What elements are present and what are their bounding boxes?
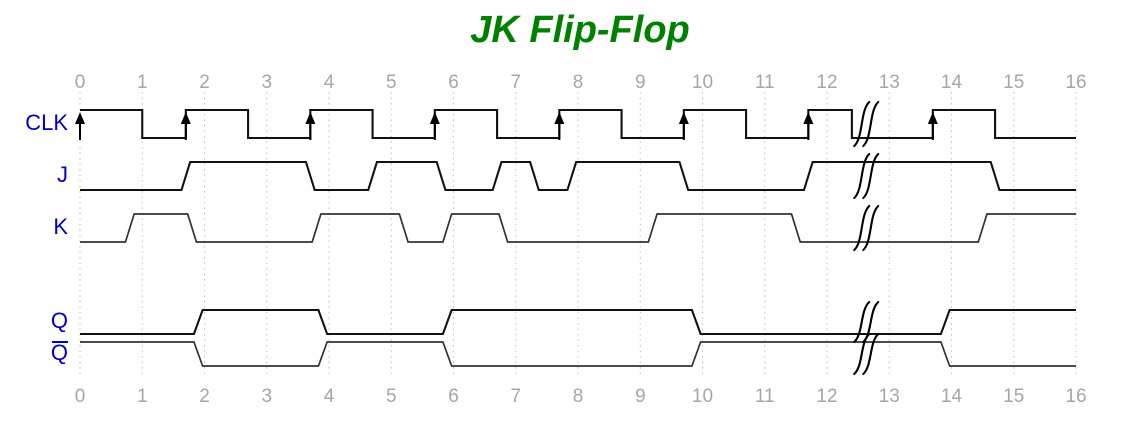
- top-tick-9: 9: [635, 72, 646, 93]
- top-tick-15: 15: [1003, 72, 1024, 93]
- signal-label-j: J: [57, 162, 68, 187]
- break-marker-j: [853, 152, 880, 200]
- top-tick-0: 0: [75, 72, 86, 93]
- clock-edge-arrow-1: [180, 112, 191, 140]
- signal-label-clk: CLK: [25, 110, 68, 135]
- top-tick-6: 6: [448, 72, 459, 93]
- clock-edge-arrow-0: [75, 112, 85, 140]
- top-tick-13: 13: [879, 72, 900, 93]
- signal-labels: CLK J K QQ: [25, 110, 68, 365]
- bottom-tick-1: 1: [137, 386, 148, 407]
- grid-lines: [79, 92, 1077, 378]
- break-marker-clk: [853, 100, 880, 148]
- break-marker-k: [853, 204, 880, 252]
- bottom-tick-7: 7: [510, 386, 521, 407]
- signal-label-qbar: Q: [51, 340, 68, 365]
- clock-edge-arrow-6: [803, 112, 814, 140]
- clock-edge-arrow-4: [554, 112, 565, 140]
- top-tick-16: 16: [1065, 72, 1086, 93]
- break-markers: [853, 100, 880, 376]
- waveform-j: [80, 160, 1076, 192]
- top-tick-7: 7: [510, 72, 521, 93]
- bottom-tick-13: 13: [879, 386, 900, 407]
- top-tick-10: 10: [692, 72, 713, 93]
- top-tick-1: 1: [137, 72, 148, 93]
- bottom-tick-16: 16: [1065, 386, 1086, 407]
- bottom-tick-6: 6: [448, 386, 459, 407]
- bottom-tick-3: 3: [261, 386, 272, 407]
- page-title: JK Flip-Flop: [470, 9, 690, 51]
- clock-edge-arrow-2: [305, 112, 316, 140]
- top-tick-5: 5: [386, 72, 397, 93]
- bottom-tick-14: 14: [941, 386, 963, 407]
- top-tick-3: 3: [261, 72, 272, 93]
- bottom-tick-4: 4: [324, 386, 335, 407]
- signal-label-q: Q: [51, 308, 68, 333]
- signal-label-k: K: [53, 214, 68, 239]
- top-tick-12: 12: [816, 72, 837, 93]
- waveform-q: [80, 308, 1076, 336]
- top-tick-2: 2: [199, 72, 210, 93]
- bottom-tick-5: 5: [386, 386, 397, 407]
- top-tick-4: 4: [324, 72, 335, 93]
- waveform-k: [80, 213, 1076, 243]
- bottom-tick-11: 11: [755, 386, 775, 407]
- clock-edge-arrow-7: [927, 112, 938, 140]
- waveform-qbar: [80, 341, 1076, 367]
- bottom-tick-2: 2: [199, 386, 210, 407]
- top-tick-11: 11: [755, 72, 775, 93]
- bottom-tick-12: 12: [816, 386, 837, 407]
- bottom-tick-15: 15: [1003, 386, 1024, 407]
- bottom-tick-9: 9: [635, 386, 646, 407]
- bottom-tick-10: 10: [692, 386, 713, 407]
- top-tick-8: 8: [573, 72, 584, 93]
- bottom-tick-8: 8: [573, 386, 584, 407]
- bottom-tick-0: 0: [75, 386, 86, 407]
- top-tick-14: 14: [941, 72, 963, 93]
- clock-edge-arrow-3: [429, 112, 440, 140]
- clock-edge-arrows: [75, 112, 938, 140]
- break-marker-qbar: [853, 332, 880, 376]
- clock-edge-arrow-5: [678, 112, 689, 140]
